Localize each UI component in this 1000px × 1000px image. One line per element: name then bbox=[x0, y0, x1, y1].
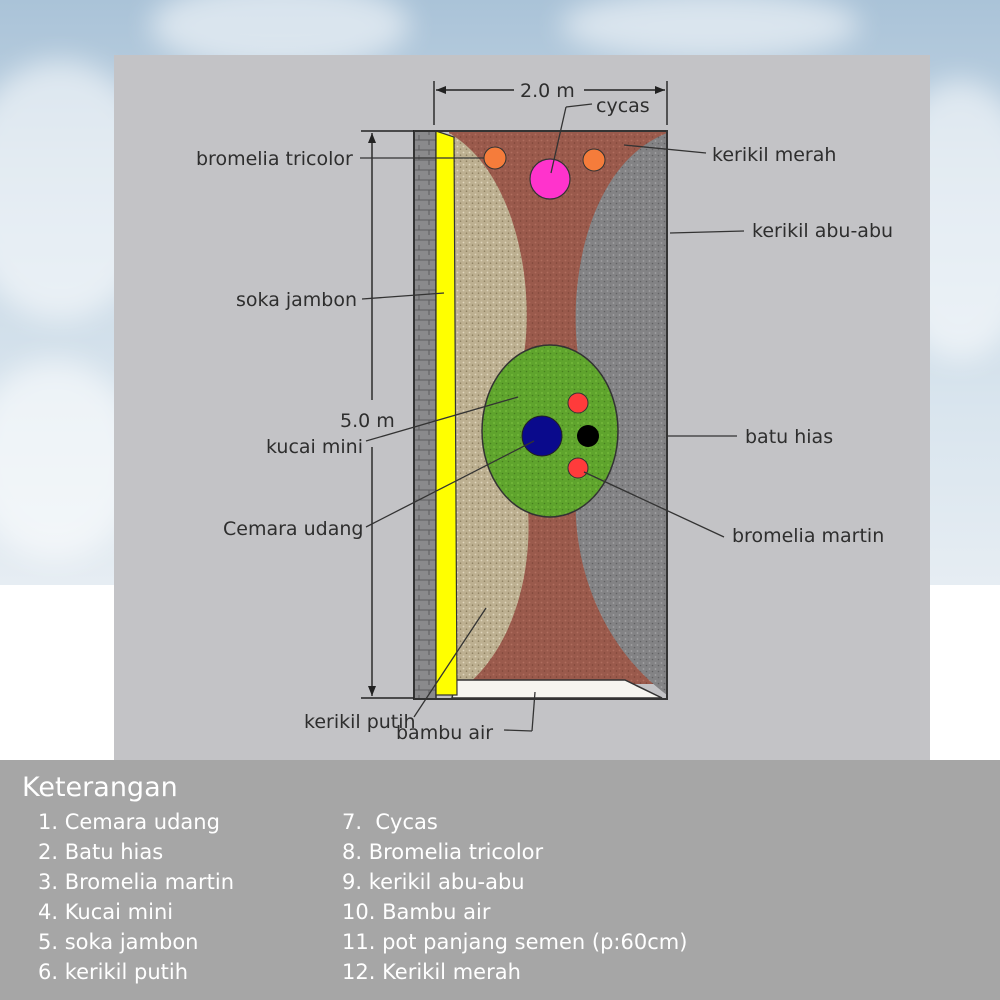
legend-title: Keterangan bbox=[22, 772, 178, 803]
bromelia-martin-top bbox=[567, 392, 589, 414]
width-label: 2.0 m bbox=[520, 80, 575, 102]
legend-column-left: 1. Cemara udang 2. Batu hias 3. Bromelia… bbox=[38, 807, 234, 987]
legend-item: 8. Bromelia tricolor bbox=[342, 840, 544, 864]
legend-item: 2. Batu hias bbox=[38, 840, 164, 864]
leader-kerikil-abu-abu bbox=[669, 230, 745, 234]
legend-item: 11. pot panjang semen (p:60cm) bbox=[342, 930, 688, 954]
garden-plan-panel: 2.0 m 5.0 m cycas bbox=[114, 55, 930, 760]
batu-hias-stone bbox=[577, 425, 599, 447]
legend-column-right: 7. Cycas 8. Bromelia tricolor 9. kerikil… bbox=[342, 807, 687, 987]
legend-item: 5. soka jambon bbox=[38, 930, 199, 954]
cycas-plant bbox=[529, 158, 571, 200]
leader-cycas-2 bbox=[550, 106, 567, 174]
label-bambu-air: bambu air bbox=[396, 722, 493, 744]
label-kerikil-merah: kerikil merah bbox=[712, 144, 836, 166]
bromelia-tricolor-right bbox=[582, 148, 606, 172]
legend-panel: Keterangan 1. Cemara udang 2. Batu hias … bbox=[0, 760, 1000, 1000]
leader-kerikil-merah bbox=[623, 144, 707, 154]
leader-cemara-udang bbox=[365, 440, 535, 528]
leader-kerikil-putih bbox=[413, 607, 487, 718]
pot-semen-wall bbox=[413, 130, 437, 700]
cemara-udang-plant bbox=[521, 415, 563, 457]
cloud-shape bbox=[560, 0, 860, 60]
label-cycas: cycas bbox=[596, 95, 650, 117]
leader-cycas bbox=[565, 103, 593, 108]
label-soka-jambon: soka jambon bbox=[236, 289, 357, 311]
leader-bambu-air bbox=[503, 729, 533, 732]
label-kerikil-abu-abu: kerikil abu-abu bbox=[752, 220, 893, 242]
legend-item: 6. kerikil putih bbox=[38, 960, 189, 984]
soka-jambon-strip bbox=[435, 130, 458, 696]
height-dimension bbox=[361, 130, 414, 699]
label-bromelia-martin: bromelia martin bbox=[732, 525, 884, 547]
label-bromelia-tricolor: bromelia tricolor bbox=[196, 148, 353, 170]
garden-plan-diagram: 2.0 m 5.0 m cycas bbox=[196, 80, 893, 744]
bromelia-martin-bottom bbox=[567, 457, 589, 479]
leader-bambu-air-2 bbox=[531, 691, 536, 732]
leader-soka-jambon bbox=[361, 292, 445, 300]
bambu-air-strip bbox=[451, 679, 663, 699]
kerikil-abu-abu-area bbox=[575, 133, 667, 695]
leader-bromelia-martin bbox=[583, 471, 725, 538]
legend-item: 4. Kucai mini bbox=[38, 900, 174, 924]
bromelia-tricolor-left bbox=[483, 146, 507, 170]
legend-item: 12. Kerikil merah bbox=[342, 960, 521, 984]
leader-kucai-mini bbox=[365, 396, 519, 442]
legend-item: 3. Bromelia martin bbox=[38, 870, 235, 894]
label-batu-hias: batu hias bbox=[745, 426, 833, 448]
label-kerikil-putih: kerikil putih bbox=[304, 711, 416, 733]
label-kucai-mini: kucai mini bbox=[266, 436, 363, 458]
legend-item: 1. Cemara udang bbox=[38, 810, 220, 834]
height-label: 5.0 m bbox=[340, 410, 395, 432]
legend-item: 10. Bambu air bbox=[342, 900, 491, 924]
label-cemara-udang: Cemara udang bbox=[223, 518, 363, 540]
legend-item: 7. Cycas bbox=[342, 810, 438, 834]
width-dimension bbox=[433, 81, 668, 125]
planter-frame bbox=[413, 130, 668, 700]
legend-item: 9. kerikil abu-abu bbox=[342, 870, 525, 894]
